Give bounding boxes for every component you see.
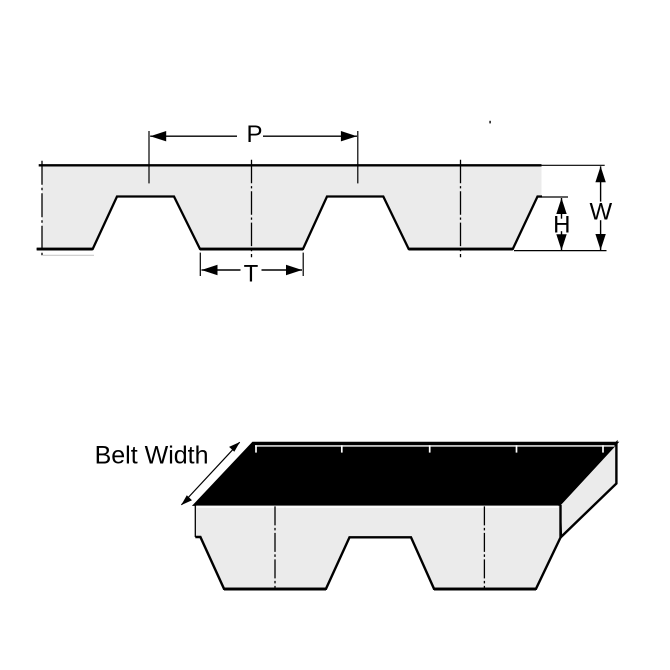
svg-text:Belt Width: Belt Width [95, 441, 209, 469]
svg-text:P: P [246, 121, 262, 148]
svg-text:H: H [553, 212, 570, 239]
svg-text:W: W [589, 199, 612, 226]
svg-text:T: T [244, 260, 259, 287]
